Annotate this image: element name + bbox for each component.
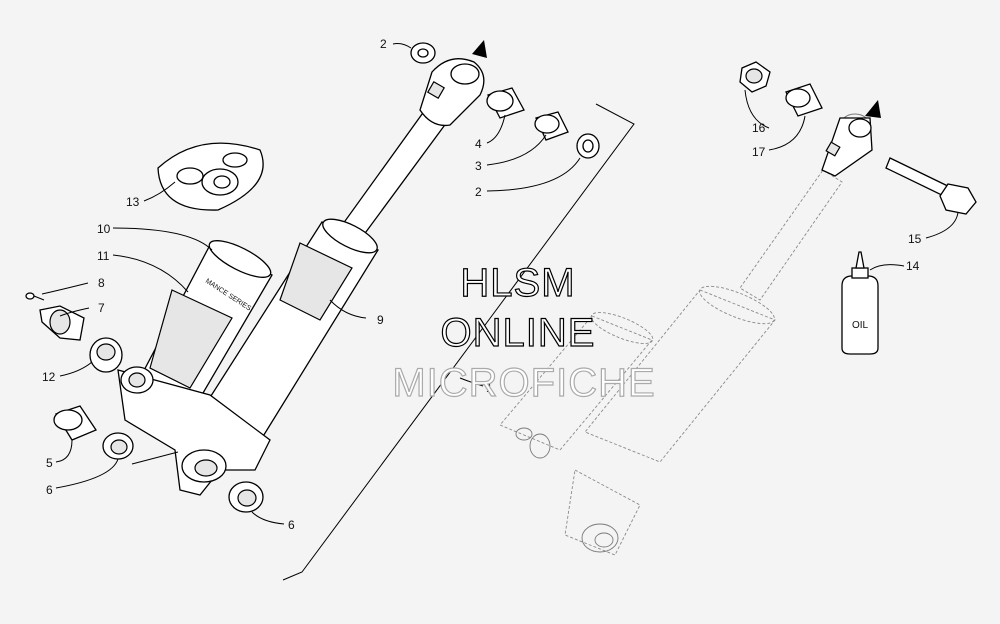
leader-lines <box>41 43 959 525</box>
dial-decal <box>89 337 123 373</box>
callouts: 2 4 3 2 16 17 15 14 13 10 11 8 7 12 9 1 … <box>42 37 922 532</box>
washer-upper <box>410 42 436 64</box>
lock-nut <box>739 61 771 93</box>
orientation-arrow-left <box>472 40 487 58</box>
callout-2-upper: 2 <box>380 37 387 51</box>
callout-6-right: 6 <box>288 518 295 532</box>
callout-1: 1 <box>486 381 493 395</box>
callout-13: 13 <box>126 195 140 209</box>
warning-decal <box>279 242 353 321</box>
adjuster-screw <box>25 292 45 301</box>
callout-7: 7 <box>98 301 105 315</box>
reservoir-decal <box>149 289 233 389</box>
assembly-bracket <box>282 103 635 581</box>
callout-12: 12 <box>42 370 56 384</box>
washer-lower <box>576 133 600 159</box>
callout-15: 15 <box>908 232 922 246</box>
callout-8: 8 <box>98 276 105 290</box>
callout-17: 17 <box>752 145 766 159</box>
callout-2-lower: 2 <box>475 185 482 199</box>
watermark: HLSM ONLINE MICROFICHE <box>392 260 656 405</box>
adjuster-knob <box>39 305 85 341</box>
spacer-lower-left <box>102 432 134 460</box>
oil-bottle: OIL <box>841 251 879 355</box>
orientation-arrow-right <box>865 100 881 118</box>
upper-eye-bore <box>450 63 480 85</box>
bushing-large <box>486 87 525 119</box>
mounting-bolt <box>885 157 977 215</box>
callout-16: 16 <box>752 121 766 135</box>
watermark-line-3: MICROFICHE <box>392 361 655 405</box>
callout-10: 10 <box>97 222 111 236</box>
shock-assembly: MANCE SERIES <box>117 58 485 496</box>
watermark-line-1: HLSM <box>460 261 575 305</box>
callout-14: 14 <box>906 259 920 273</box>
grease-fitting <box>426 80 446 100</box>
bushing-small <box>534 111 569 141</box>
watermark-line-2: ONLINE <box>441 311 596 355</box>
callout-3: 3 <box>475 159 482 173</box>
lower-housing <box>117 369 271 496</box>
reference-shock-outline <box>499 113 872 556</box>
bushing-lower <box>53 405 97 441</box>
callout-4: 4 <box>475 137 482 151</box>
seal-kit <box>157 142 264 211</box>
spacer-lower-right <box>228 481 264 513</box>
callout-5: 5 <box>46 456 53 470</box>
oil-label: OIL <box>852 320 869 331</box>
reference-upper-eye <box>821 117 873 177</box>
callout-6-left: 6 <box>46 483 53 497</box>
shock-shaft <box>339 109 448 241</box>
spacer <box>785 83 823 117</box>
callout-11: 11 <box>97 249 110 263</box>
callout-9: 9 <box>377 313 384 327</box>
